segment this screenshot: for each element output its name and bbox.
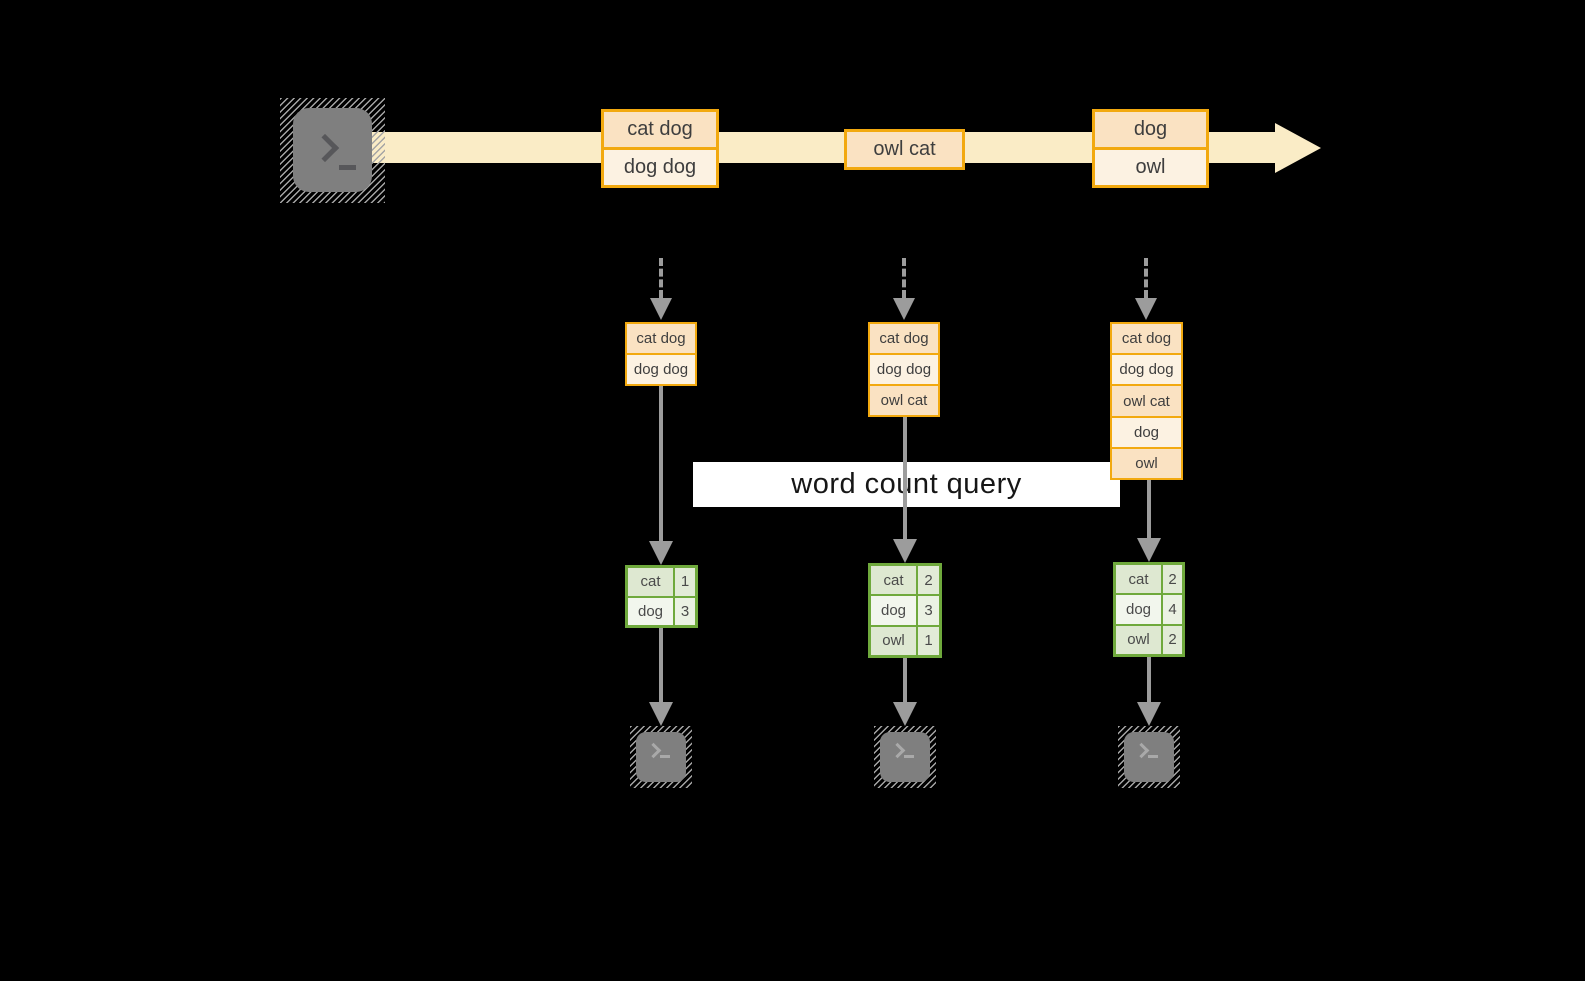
sink-arrow-line-2 <box>903 658 907 704</box>
word-count-table-1: cat 1 dog 3 <box>625 565 698 628</box>
word-cell: owl <box>1116 625 1161 654</box>
query-arrow-line-3 <box>1147 480 1151 538</box>
terminal-screen <box>636 732 686 782</box>
record-batch-2: owl cat <box>844 129 965 170</box>
ingest-arrowhead-1 <box>650 298 672 320</box>
record-cell: dog dog <box>627 353 695 384</box>
ingest-arrow-line-1 <box>659 258 663 298</box>
count-cell: 3 <box>916 596 939 625</box>
terminal-cursor-icon <box>904 755 914 758</box>
stream-arrowhead <box>1275 123 1321 173</box>
query-arrowhead-2 <box>893 539 917 563</box>
accumulated-records-3: cat dog dog dog owl cat dog owl <box>1110 322 1183 480</box>
record-cell: cat dog <box>627 324 695 353</box>
terminal-prompt-icon <box>645 742 662 759</box>
query-arrow-line-1 <box>659 386 663 541</box>
terminal-prompt-icon <box>1133 742 1150 759</box>
count-cell: 2 <box>1161 625 1182 654</box>
record-cell: owl cat <box>1112 384 1181 416</box>
record-cell: dog dog <box>604 147 716 185</box>
table-row: dog 4 <box>1116 593 1182 624</box>
terminal-screen <box>293 108 372 192</box>
word-cell: dog <box>1116 595 1161 624</box>
record-batch-1: cat dog dog dog <box>601 109 719 188</box>
word-cell: cat <box>628 568 673 596</box>
record-cell: cat dog <box>870 324 938 353</box>
record-cell: owl <box>1112 446 1181 479</box>
record-batch-3: dog owl <box>1092 109 1209 188</box>
record-cell: owl cat <box>870 384 938 415</box>
table-row: owl 1 <box>871 624 939 655</box>
terminal-screen <box>880 732 930 782</box>
word-count-table-2: cat 2 dog 3 owl 1 <box>868 563 942 658</box>
word-cell: owl <box>871 626 916 655</box>
sink-terminal-icon-2 <box>874 726 936 788</box>
accumulated-records-1: cat dog dog dog <box>625 322 697 386</box>
table-row: dog 3 <box>871 594 939 625</box>
word-cell: cat <box>1116 565 1161 594</box>
terminal-screen <box>1124 732 1174 782</box>
source-terminal-icon <box>280 98 385 203</box>
table-row: cat 2 <box>871 566 939 595</box>
word-cell: cat <box>871 566 916 595</box>
sink-arrowhead-2 <box>893 702 917 726</box>
record-cell: owl <box>1095 147 1206 185</box>
record-cell: owl cat <box>847 132 962 167</box>
record-cell: cat dog <box>604 112 716 147</box>
word-cell: dog <box>871 596 916 625</box>
terminal-cursor-icon <box>660 755 670 758</box>
ingest-arrowhead-3 <box>1135 298 1157 320</box>
sink-arrow-line-3 <box>1147 657 1151 704</box>
record-cell: dog <box>1095 112 1206 147</box>
sink-arrowhead-3 <box>1137 702 1161 726</box>
count-cell: 2 <box>916 566 939 595</box>
query-arrowhead-1 <box>649 541 673 565</box>
count-cell: 3 <box>673 597 695 625</box>
ingest-arrow-line-2 <box>902 258 906 298</box>
count-cell: 1 <box>673 568 695 596</box>
ingest-arrowhead-2 <box>893 298 915 320</box>
count-cell: 4 <box>1161 595 1182 624</box>
sink-terminal-icon-3 <box>1118 726 1180 788</box>
terminal-cursor-icon <box>1148 755 1158 758</box>
ingest-arrow-line-3 <box>1144 258 1148 298</box>
table-row: cat 2 <box>1116 565 1182 594</box>
record-cell: dog dog <box>870 353 938 384</box>
record-cell: dog dog <box>1112 353 1181 385</box>
query-arrow-line-2 <box>903 417 907 539</box>
sink-terminal-icon-1 <box>630 726 692 788</box>
word-count-table-3: cat 2 dog 4 owl 2 <box>1113 562 1185 657</box>
terminal-prompt-icon <box>889 742 906 759</box>
accumulated-records-2: cat dog dog dog owl cat <box>868 322 940 417</box>
count-cell: 2 <box>1161 565 1182 594</box>
terminal-prompt-icon <box>310 133 340 163</box>
table-row: cat 1 <box>628 568 695 596</box>
query-arrowhead-3 <box>1137 538 1161 562</box>
terminal-cursor-icon <box>339 165 356 170</box>
sink-arrowhead-1 <box>649 702 673 726</box>
count-cell: 1 <box>916 626 939 655</box>
record-cell: cat dog <box>1112 324 1181 354</box>
record-cell: dog <box>1112 415 1181 447</box>
sink-arrow-line-1 <box>659 628 663 704</box>
table-row: dog 3 <box>628 595 695 625</box>
word-cell: dog <box>628 597 673 625</box>
table-row: owl 2 <box>1116 623 1182 654</box>
